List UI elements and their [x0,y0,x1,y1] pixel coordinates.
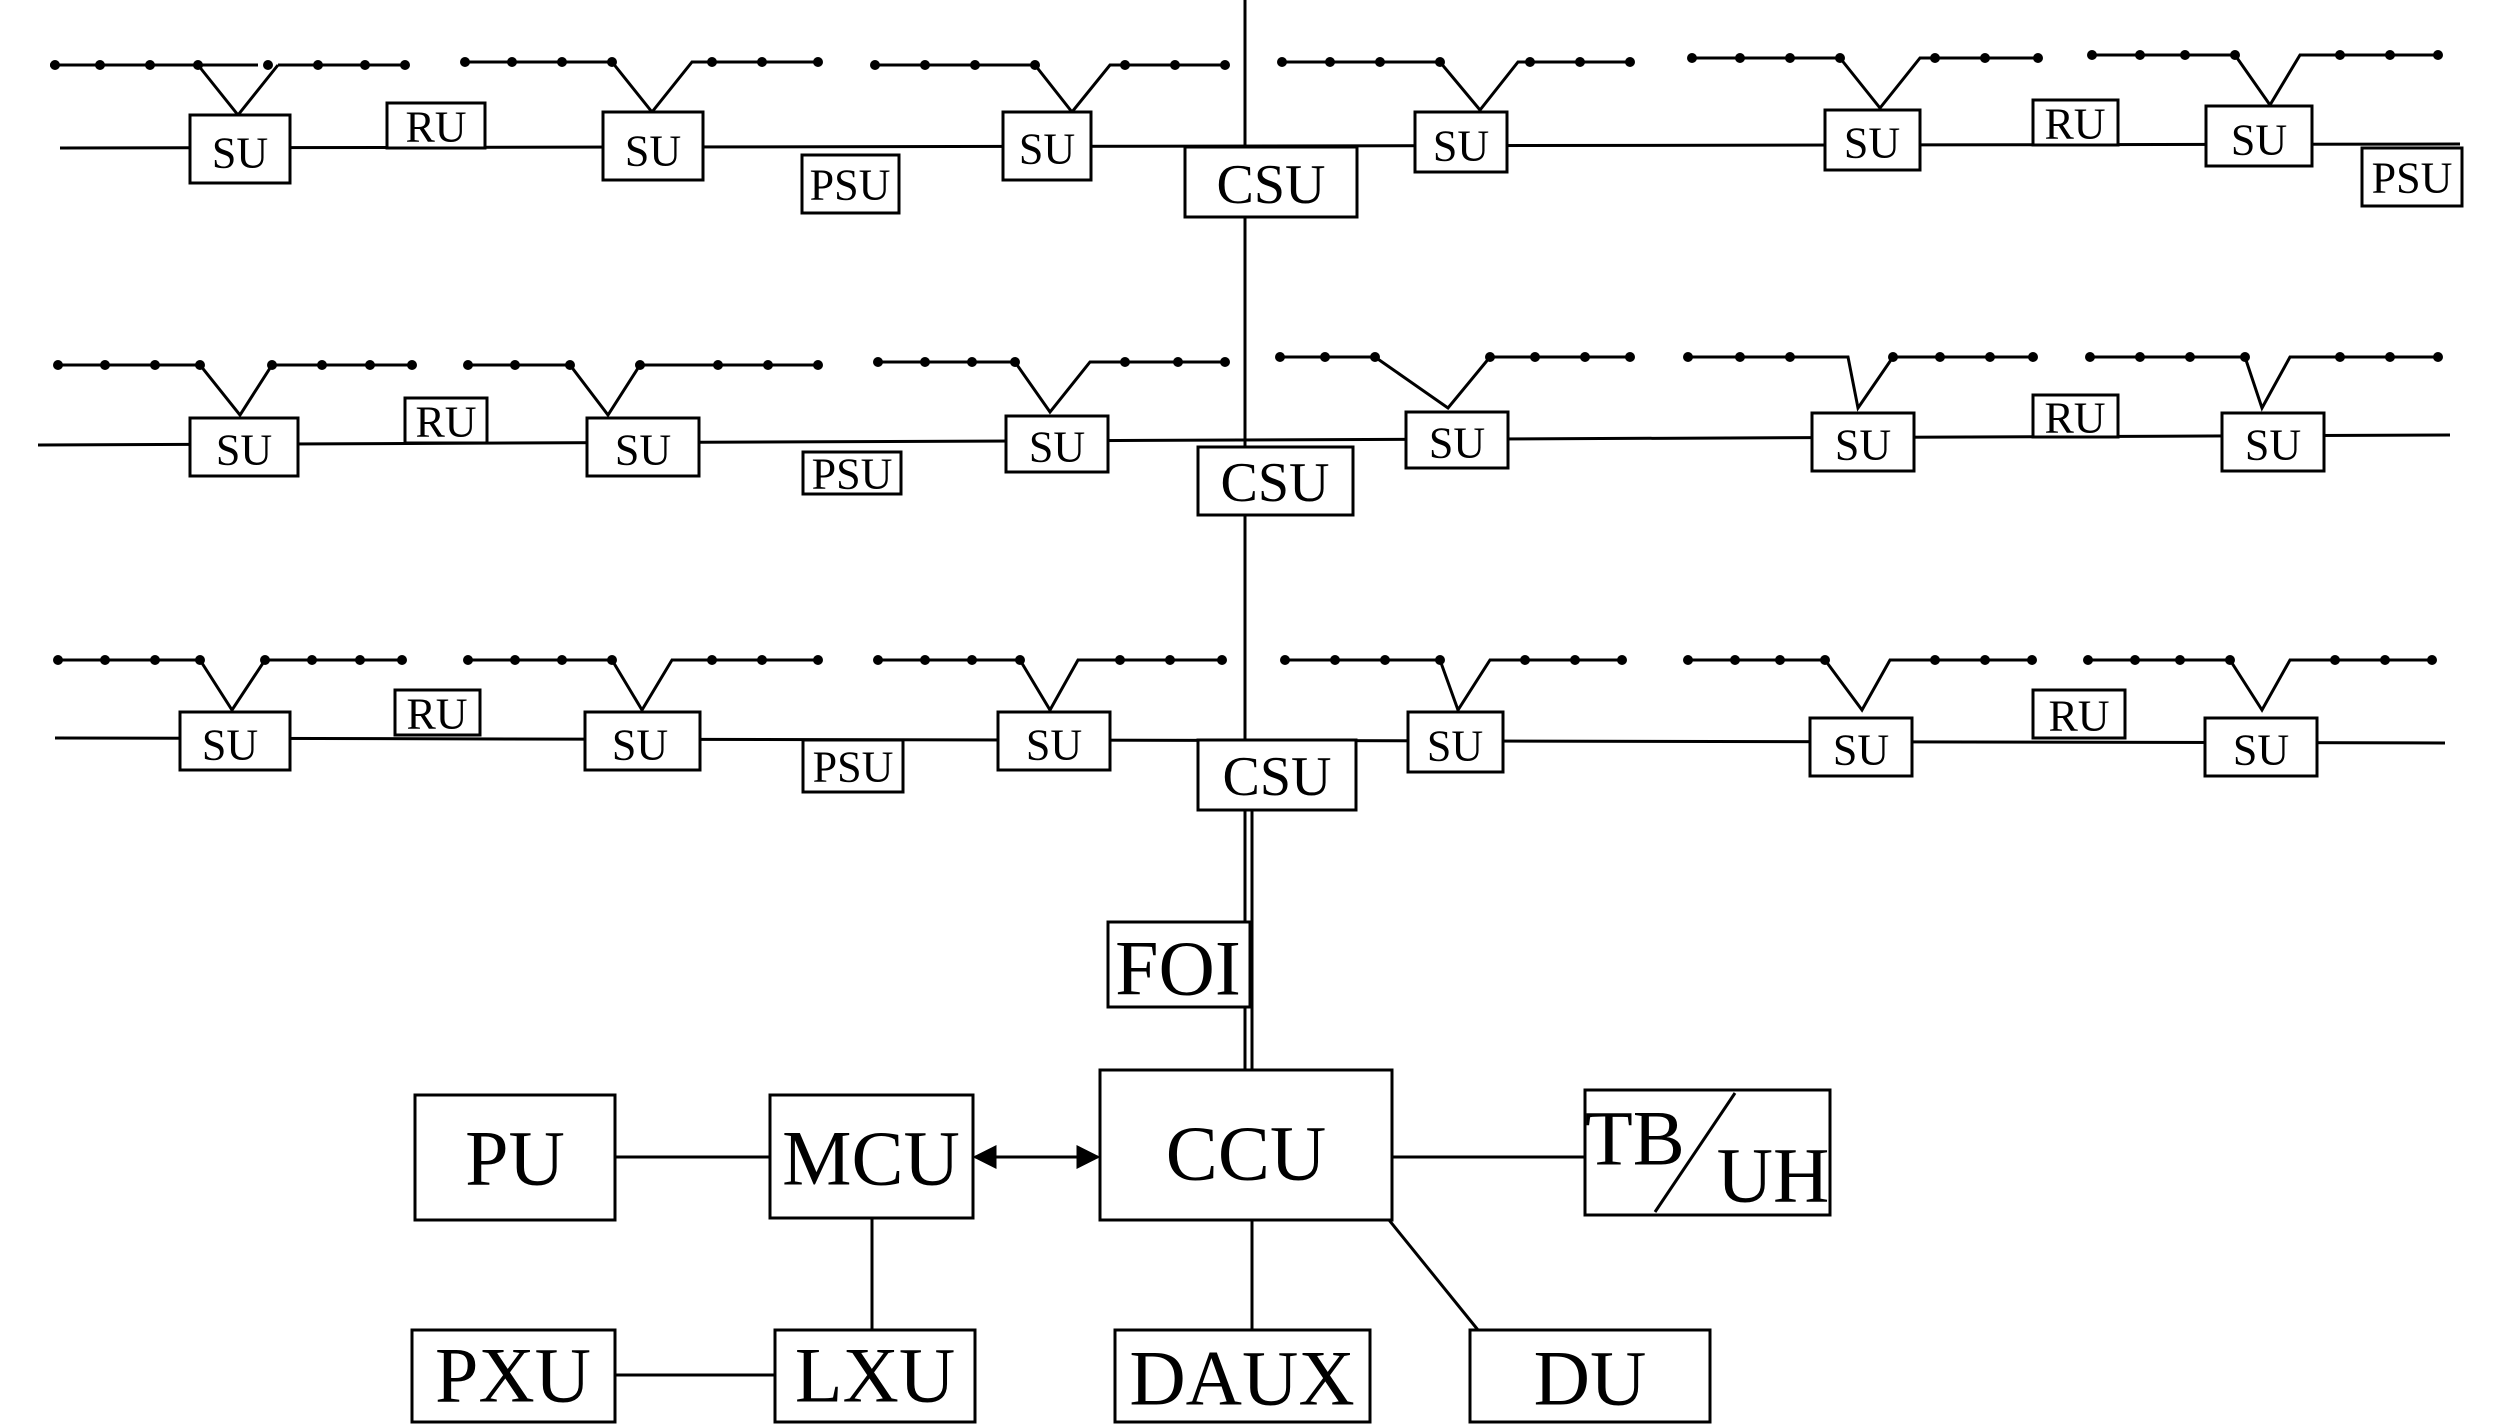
svg-text:LXU: LXU [795,1332,955,1419]
row-3-unit-ru-2: RU [2031,688,2127,741]
row-2-unit-su-2: SU [585,416,701,478]
svg-text:SU: SU [2233,726,2289,775]
row-1-sensor-dots [50,50,2443,70]
svg-text:PSU: PSU [813,743,894,792]
svg-text:SU: SU [216,426,272,475]
row-2-csu: CSU [1196,445,1355,517]
row-2-sensor-dots [53,352,2443,370]
ccu-du-link [1383,1214,1480,1331]
svg-text:RU: RU [2044,100,2105,149]
row-3-unit-su-4: SU [1406,710,1505,774]
svg-text:PSU: PSU [2372,154,2453,203]
svg-text:SU: SU [1029,423,1085,472]
row-2-unit-su-5: SU [1810,411,1916,473]
row-2-unit-ru-2: RU [2031,393,2120,443]
row-3-sensor-dots [53,655,2437,665]
svg-text:PSU: PSU [812,450,893,499]
svg-text:PXU: PXU [435,1332,591,1419]
svg-text:SU: SU [1833,726,1889,775]
row-1-unit-su-1: SU [188,113,292,185]
svg-text:SU: SU [1427,722,1483,771]
foi-box: FOI [1106,920,1252,1012]
svg-text:SU: SU [1433,122,1489,171]
row-1-unit-ru-1: RU [385,101,487,152]
svg-text:RU: RU [406,690,467,739]
svg-text:SU: SU [212,129,268,178]
row-1-unit-su-4: SU [1413,110,1509,174]
row-1-unit-ru-2: RU [2031,98,2120,149]
svg-text:CSU: CSU [1223,746,1332,808]
svg-text:SU: SU [1835,421,1891,470]
svg-text:SU: SU [615,426,671,475]
row-3-csu: CSU [1196,738,1358,812]
svg-text:RU: RU [415,398,476,447]
row-2: SU RU SU PSU SU SU SU RU SU CSU [37,352,2451,517]
row-3-unit-su-6: SU [2203,716,2319,778]
svg-text:SU: SU [1429,419,1485,468]
row-1: SU RU SU PSU SU SU SU RU SU PSU CSU [50,50,2464,219]
row-2-unit-su-6: SU [2220,411,2326,473]
svg-text:MCU: MCU [782,1115,960,1202]
svg-text:SU: SU [1026,721,1082,770]
tb-uh-divider [1653,1092,1737,1213]
row-2-unit-su-3: SU [1004,414,1110,474]
svg-text:TB: TB [1585,1095,1685,1182]
svg-text:PSU: PSU [810,161,891,210]
row-3-unit-su-1: SU [178,710,292,772]
du-box: DU [1468,1328,1712,1424]
tb-uh-box: TB UH [1583,1088,1832,1219]
lxu-box: LXU [773,1328,977,1424]
ccu-box: CCU [1098,1068,1394,1222]
svg-text:SU: SU [202,721,258,770]
pxu-box: PXU [410,1328,617,1424]
svg-text:RU: RU [2044,394,2105,443]
svg-text:CSU: CSU [1221,452,1330,514]
row-2-unit-su-4: SU [1404,410,1510,470]
row-1-unit-su-3: SU [1001,110,1093,182]
pu-box: PU [413,1093,617,1222]
svg-text:SU: SU [2245,421,2301,470]
row-1-unit-psu-1: PSU [800,153,901,215]
svg-text:SU: SU [625,127,681,176]
svg-text:RU: RU [2048,692,2109,741]
row-3-unit-su-3: SU [996,710,1112,772]
row-1-unit-su-6: SU [2204,104,2314,168]
svg-text:RU: RU [405,103,466,152]
svg-text:SU: SU [1019,125,1075,174]
row-3-unit-su-5: SU [1808,716,1914,778]
row-2-unit-su-1: SU [188,416,300,478]
svg-text:CCU: CCU [1166,1110,1326,1197]
row-3: SU RU SU PSU SU SU SU RU SU CSU [53,655,2446,812]
central-control: FOI PU MCU CCU TB UH PXU [410,810,1832,1424]
row-3-unit-ru-1: RU [393,688,482,739]
svg-text:PU: PU [465,1115,565,1202]
svg-text:DU: DU [1534,1335,1647,1422]
mcu-box: MCU [768,1093,975,1220]
svg-text:FOI: FOI [1115,925,1241,1012]
svg-text:SU: SU [2231,116,2287,165]
row-1-unit-psu-2: PSU [2360,146,2464,208]
row-1-csu: CSU [1183,145,1359,219]
row-1-unit-su-2: SU [601,110,705,182]
row-3-unit-su-2: SU [583,710,702,772]
svg-text:DAUX: DAUX [1129,1335,1354,1422]
daux-box: DAUX [1113,1328,1372,1424]
svg-text:SU: SU [1844,119,1900,168]
row-2-unit-ru-1: RU [403,396,489,447]
row-1-unit-su-5: SU [1823,108,1922,172]
svg-text:SU: SU [612,721,668,770]
row-2-unit-psu-1: PSU [801,450,903,499]
row-3-unit-psu-1: PSU [801,738,905,794]
svg-text:UH: UH [1717,1132,1830,1219]
svg-text:CSU: CSU [1217,154,1326,216]
